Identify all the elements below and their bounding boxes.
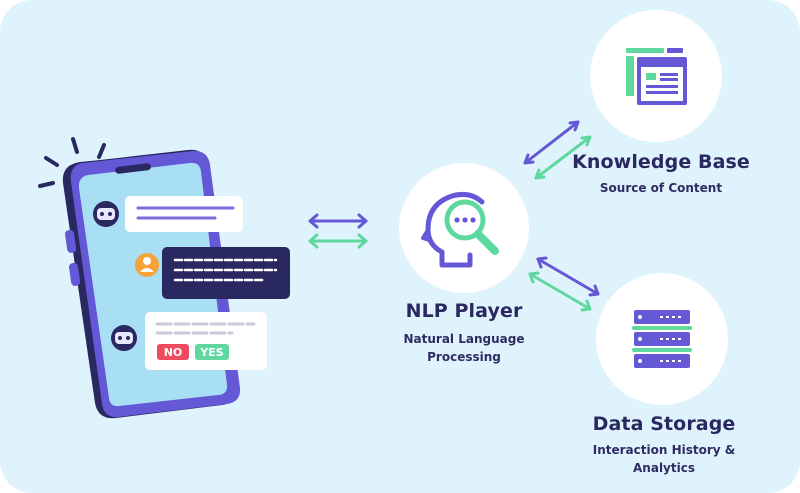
phone-signal-icon bbox=[38, 137, 106, 188]
user-avatar-icon bbox=[135, 253, 159, 277]
data-storage-subtitle-line2: Analytics bbox=[633, 461, 695, 475]
chat-bubble-user bbox=[162, 247, 290, 299]
robot-avatar-icon bbox=[93, 201, 119, 227]
data-storage-subtitle-line1: Interaction History & bbox=[592, 443, 736, 457]
double-arrow-icon bbox=[528, 256, 600, 312]
yes-button[interactable]: YES bbox=[195, 344, 229, 360]
data-storage-subtitle: Interaction History & Analytics bbox=[572, 441, 756, 477]
no-button[interactable]: NO bbox=[157, 344, 189, 360]
web-page-icon bbox=[626, 48, 687, 105]
nlp-node bbox=[399, 163, 529, 293]
yes-button-label: YES bbox=[199, 346, 223, 359]
chat-bubble-bot-2 bbox=[145, 312, 267, 370]
knowledge-base-node bbox=[590, 10, 722, 142]
nlp-subtitle-line2: Processing bbox=[427, 350, 501, 364]
nlp-subtitle-line1: Natural Language bbox=[403, 332, 525, 346]
robot-avatar-icon bbox=[111, 325, 137, 351]
knowledge-base-subtitle: Source of Content bbox=[599, 181, 723, 195]
double-arrow-icon bbox=[523, 120, 592, 180]
double-arrow-icon bbox=[308, 213, 368, 249]
nlp-subtitle: Natural Language Processing bbox=[384, 330, 544, 366]
knowledge-base-title: Knowledge Base bbox=[572, 151, 750, 173]
chat-bubble-bot-1 bbox=[125, 196, 243, 232]
data-storage-node bbox=[596, 273, 728, 405]
no-button-label: NO bbox=[164, 346, 183, 359]
nlp-title: NLP Player bbox=[405, 300, 523, 322]
server-stack-icon bbox=[632, 310, 692, 368]
data-storage-title: Data Storage bbox=[592, 413, 736, 435]
head-search-icon bbox=[421, 192, 499, 268]
